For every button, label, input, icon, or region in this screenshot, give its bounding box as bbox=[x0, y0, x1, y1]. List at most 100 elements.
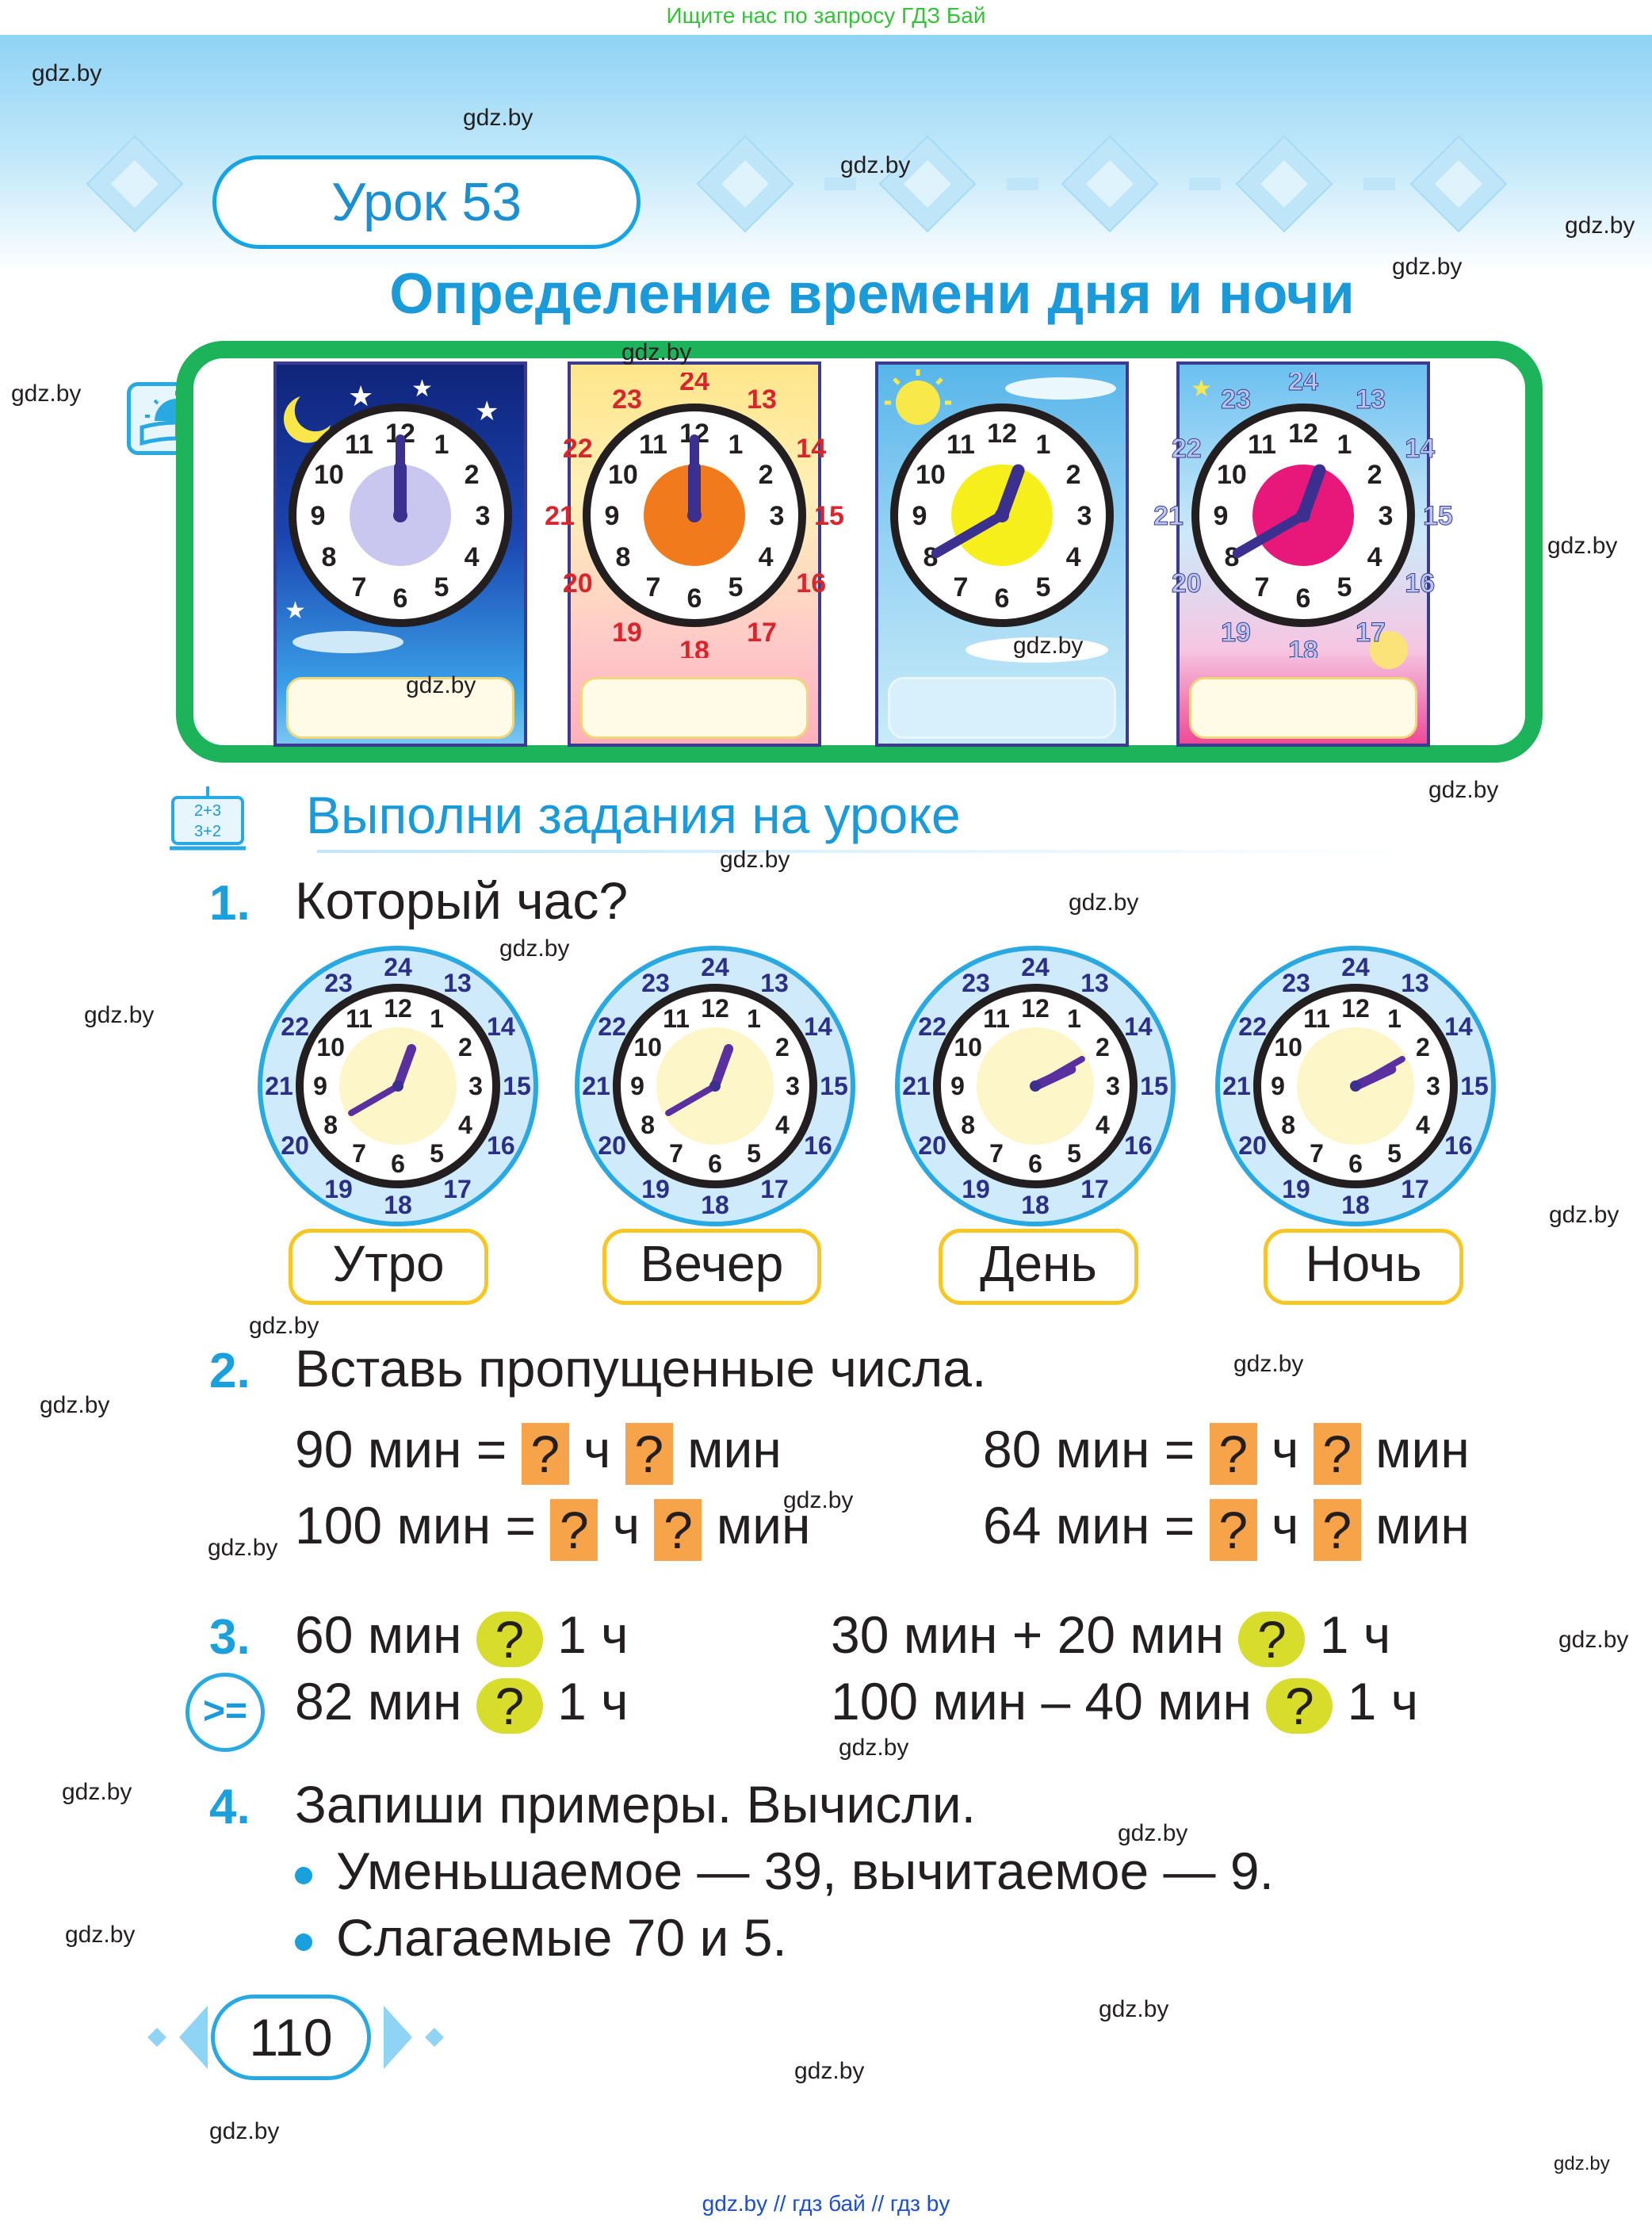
bullet-dot bbox=[295, 1866, 312, 1884]
svg-text:★: ★ bbox=[475, 396, 499, 427]
hour-label: 6 bbox=[1348, 1149, 1363, 1178]
hour-label: 12 bbox=[987, 419, 1017, 449]
hour-label: 3 bbox=[468, 1072, 483, 1100]
compare-circle[interactable]: ? bbox=[476, 1677, 543, 1734]
hour-label: 6 bbox=[995, 583, 1010, 614]
hour-label: 4 bbox=[1066, 542, 1081, 572]
footer-links[interactable]: gdz.by // гдз бай // гдз by bbox=[702, 2191, 950, 2216]
hour-label: 12 bbox=[1341, 994, 1370, 1023]
watermark: gdz.by bbox=[84, 1002, 155, 1028]
outer-hour-label: 16 bbox=[1405, 568, 1435, 599]
outer-hour-label: 23 bbox=[1221, 384, 1251, 415]
hour-label: 11 bbox=[639, 430, 667, 460]
answer-box[interactable]: ? bbox=[1209, 1422, 1257, 1485]
outer-hour-label: 22 bbox=[598, 1012, 626, 1041]
hour-label: 5 bbox=[1036, 572, 1051, 602]
hour-label: 3 bbox=[1077, 501, 1092, 531]
outer-hour-label: 15 bbox=[503, 1072, 531, 1100]
section-title: Выполни задания на уроке bbox=[306, 786, 961, 844]
hour-label: 10 bbox=[314, 460, 344, 490]
watermark: gdz.by bbox=[1099, 1996, 1169, 2022]
compare-circle[interactable]: ? bbox=[476, 1611, 543, 1667]
hour-label: 12 bbox=[1021, 994, 1050, 1023]
outer-hour-label: 20 bbox=[918, 1131, 946, 1160]
hour-label: 3 bbox=[1106, 1072, 1120, 1100]
answer-box[interactable]: ? bbox=[521, 1422, 569, 1485]
minute-hand bbox=[348, 1083, 401, 1116]
label-evening[interactable]: Вечер bbox=[602, 1229, 821, 1305]
hour-label: 3 bbox=[476, 501, 491, 531]
hour-label: 5 bbox=[430, 1139, 444, 1168]
hour-label: 4 bbox=[458, 1111, 472, 1139]
hour-label: 8 bbox=[321, 542, 336, 572]
task1-question: Который час? bbox=[295, 871, 629, 930]
watermark: gdz.by bbox=[209, 2118, 280, 2144]
outer-hour-label: 17 bbox=[1401, 1175, 1429, 1203]
watermark: gdz.by bbox=[1118, 1820, 1188, 1846]
expr-text: 82 мин bbox=[295, 1672, 462, 1731]
clock-pin bbox=[1030, 1080, 1041, 1092]
hour-label: 9 bbox=[630, 1072, 644, 1100]
hour-label: 1 bbox=[1036, 430, 1051, 460]
compare-circle[interactable]: ? bbox=[1238, 1611, 1306, 1667]
unit-hour: ч bbox=[583, 1420, 611, 1478]
task4-number: 4. bbox=[209, 1780, 250, 1834]
hour-label: 12 bbox=[384, 994, 412, 1023]
hour-label: 4 bbox=[1416, 1111, 1430, 1139]
answer-box[interactable]: ? bbox=[1313, 1498, 1361, 1561]
compare-circle[interactable]: ? bbox=[1266, 1677, 1333, 1734]
hour-label: 10 bbox=[608, 460, 638, 490]
outer-hour-label: 18 bbox=[1021, 1191, 1050, 1219]
top-banner-text[interactable]: Ищите нас по запросу ГДЗ Бай bbox=[666, 3, 986, 28]
hour-label: 9 bbox=[1271, 1072, 1285, 1100]
outer-hour-label: 23 bbox=[324, 969, 353, 997]
expr-text: 64 мин = bbox=[983, 1496, 1195, 1555]
label-night[interactable]: Ночь bbox=[1264, 1229, 1463, 1305]
morning-answer-field[interactable] bbox=[888, 677, 1116, 739]
answer-box[interactable]: ? bbox=[1313, 1422, 1361, 1485]
answer-box[interactable]: ? bbox=[625, 1422, 673, 1485]
unit-min: мин bbox=[716, 1496, 811, 1555]
outer-hour-label: 21 bbox=[545, 501, 575, 531]
hour-label: 5 bbox=[747, 1139, 761, 1168]
hour-label: 5 bbox=[1067, 1139, 1081, 1168]
hour-label: 11 bbox=[663, 1004, 690, 1033]
answer-box[interactable]: ? bbox=[550, 1498, 598, 1561]
hour-hand bbox=[1297, 464, 1326, 522]
sun-icon bbox=[885, 369, 1116, 663]
hour-label: 12 bbox=[1288, 419, 1318, 449]
label-morning[interactable]: Утро bbox=[289, 1229, 488, 1305]
watermark: gdz.by bbox=[720, 847, 790, 873]
outer-hour-label: 14 bbox=[1124, 1012, 1153, 1041]
outer-hour-label: 21 bbox=[582, 1072, 610, 1100]
board-icon: 2+3 3+2 bbox=[170, 785, 246, 851]
day-answer-field[interactable] bbox=[1189, 677, 1417, 739]
clock-pin bbox=[392, 1080, 403, 1092]
outer-hour-label: 23 bbox=[612, 384, 642, 415]
watermark: gdz.by bbox=[65, 1922, 136, 1948]
label-day[interactable]: День bbox=[939, 1229, 1138, 1305]
hour-label: 4 bbox=[465, 542, 480, 572]
outer-hour-label: 24 bbox=[701, 953, 729, 981]
outer-hour-label: 19 bbox=[962, 1175, 990, 1203]
watermark: gdz.by bbox=[499, 935, 570, 962]
hour-label: 10 bbox=[1217, 460, 1247, 490]
outer-hour-label: 15 bbox=[820, 1072, 848, 1100]
answer-box[interactable]: ? bbox=[1209, 1498, 1257, 1561]
hour-label: 10 bbox=[633, 1033, 662, 1061]
task3-item3: 82 мин ? 1 ч bbox=[295, 1671, 629, 1734]
task2-row2-left: 100 мин = ? ч ? мин bbox=[295, 1495, 811, 1561]
outer-hour-label: 20 bbox=[563, 568, 593, 599]
clock-pin bbox=[995, 508, 1009, 522]
answer-box[interactable]: ? bbox=[654, 1498, 702, 1561]
expr-text: 90 мин = bbox=[295, 1420, 507, 1478]
night-answer-field[interactable] bbox=[286, 677, 514, 739]
hour-label: 9 bbox=[311, 501, 326, 531]
task1-number: 1. bbox=[209, 876, 250, 931]
hour-label: 11 bbox=[983, 1004, 1010, 1033]
outer-hour-label: 19 bbox=[1282, 1175, 1310, 1203]
evening-answer-field[interactable] bbox=[580, 677, 809, 739]
